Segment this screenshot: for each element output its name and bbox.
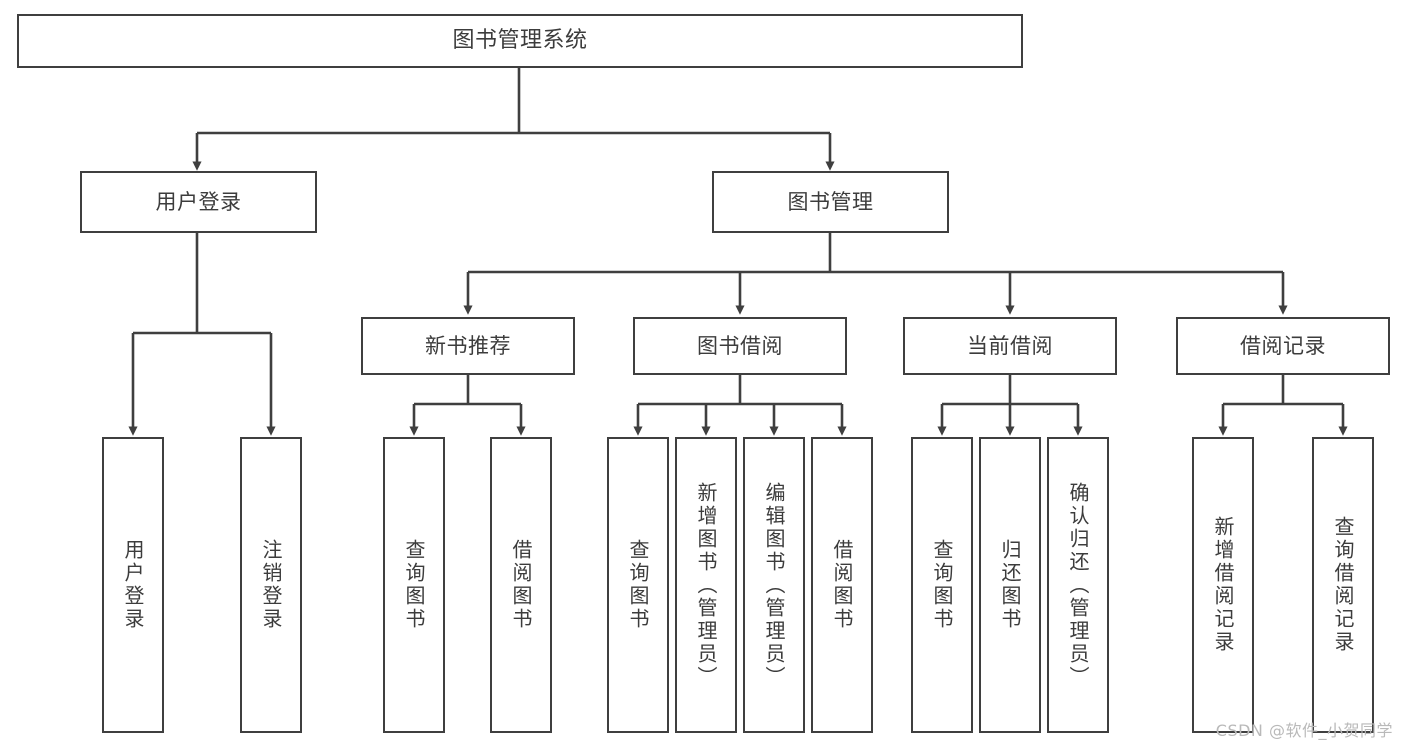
node-leaf-confirm-return[interactable]: 确认归还（管理员） [1047,437,1109,733]
node-leaf-return-book[interactable]: 归还图书 [979,437,1041,733]
node-leaf-edit-book-label: 编辑图书（管理员） [762,481,786,689]
node-leaf-add-book[interactable]: 新增图书（管理员） [675,437,737,733]
node-leaf-query-book-1[interactable]: 查询图书 [383,437,445,733]
node-leaf-logout-login-label: 注销登录 [259,539,283,631]
node-leaf-query-book-2-label: 查询图书 [626,539,650,631]
node-leaf-user-login-label: 用户登录 [121,539,145,631]
node-current-borrow[interactable]: 当前借阅 [903,317,1117,375]
node-leaf-add-record[interactable]: 新增借阅记录 [1192,437,1254,733]
node-leaf-add-book-label: 新增图书（管理员） [694,481,718,689]
node-leaf-edit-book[interactable]: 编辑图书（管理员） [743,437,805,733]
node-leaf-return-book-label: 归还图书 [998,539,1022,631]
node-leaf-add-record-label: 新增借阅记录 [1211,516,1235,654]
node-book-borrow[interactable]: 图书借阅 [633,317,847,375]
node-root-system-label: 图书管理系统 [452,28,588,54]
watermark-text: CSDN @软件_小贺同学 [1215,721,1393,740]
node-leaf-borrow-book-1-label: 借阅图书 [509,539,533,631]
node-leaf-query-record-label: 查询借阅记录 [1331,516,1355,654]
node-leaf-user-login[interactable]: 用户登录 [102,437,164,733]
node-leaf-borrow-book-2[interactable]: 借阅图书 [811,437,873,733]
node-new-book-recommend[interactable]: 新书推荐 [361,317,575,375]
node-leaf-query-record[interactable]: 查询借阅记录 [1312,437,1374,733]
node-book-management-label: 图书管理 [787,189,874,214]
node-leaf-query-book-2[interactable]: 查询图书 [607,437,669,733]
node-leaf-logout-login[interactable]: 注销登录 [240,437,302,733]
node-leaf-query-book-3-label: 查询图书 [930,539,954,631]
node-root-system[interactable]: 图书管理系统 [17,14,1023,68]
node-borrow-record[interactable]: 借阅记录 [1176,317,1390,375]
node-leaf-borrow-book-1[interactable]: 借阅图书 [490,437,552,733]
node-leaf-confirm-return-label: 确认归还（管理员） [1066,481,1090,689]
node-book-management[interactable]: 图书管理 [712,171,949,233]
node-user-login[interactable]: 用户登录 [80,171,317,233]
node-leaf-query-book-1-label: 查询图书 [402,539,426,631]
node-book-borrow-label: 图书借阅 [697,333,783,358]
node-borrow-record-label: 借阅记录 [1240,333,1326,358]
node-user-login-label: 用户登录 [155,189,242,214]
node-new-book-recommend-label: 新书推荐 [425,333,511,358]
node-leaf-borrow-book-2-label: 借阅图书 [830,539,854,631]
node-leaf-query-book-3[interactable]: 查询图书 [911,437,973,733]
node-current-borrow-label: 当前借阅 [967,333,1053,358]
